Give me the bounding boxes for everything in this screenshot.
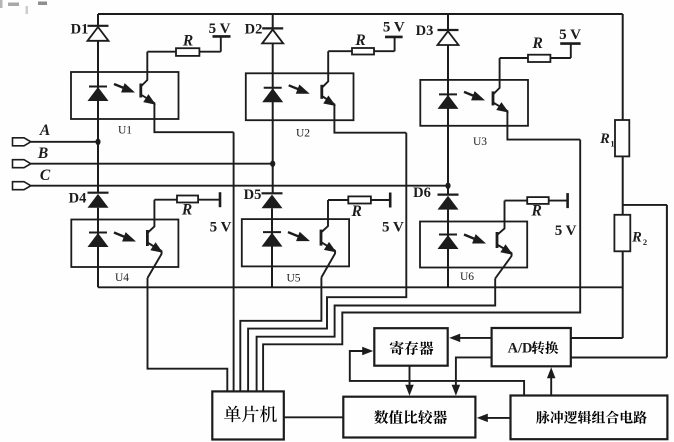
svg-text:D5: D5	[244, 187, 262, 203]
svg-text:D2: D2	[245, 22, 263, 38]
svg-text:U1: U1	[118, 125, 132, 137]
svg-text:R: R	[354, 32, 365, 49]
svg-text:R: R	[599, 131, 610, 147]
svg-text:D3: D3	[416, 23, 434, 39]
svg-text:U2: U2	[296, 127, 310, 139]
svg-text:B: B	[37, 145, 48, 162]
svg-text:R: R	[532, 35, 543, 52]
svg-text:R: R	[182, 32, 193, 49]
svg-text:5 V: 5 V	[210, 220, 232, 236]
svg-text:A/D: A/D	[508, 341, 533, 357]
svg-text:D6: D6	[413, 185, 431, 201]
svg-text:D4: D4	[69, 191, 87, 207]
svg-text:A: A	[39, 122, 50, 139]
svg-text:5 V: 5 V	[209, 21, 231, 37]
svg-text:U6: U6	[460, 271, 474, 283]
svg-text:U5: U5	[286, 273, 300, 285]
svg-text:R: R	[631, 230, 642, 246]
svg-text:R: R	[351, 203, 362, 220]
svg-text:U3: U3	[473, 136, 487, 148]
svg-text:1: 1	[610, 139, 614, 149]
svg-text:R: R	[181, 202, 192, 219]
svg-text:2: 2	[643, 237, 647, 247]
svg-text:U4: U4	[115, 272, 129, 284]
svg-text:5 V: 5 V	[559, 27, 581, 43]
svg-text:5 V: 5 V	[382, 219, 404, 235]
svg-text:5 V: 5 V	[383, 20, 405, 36]
svg-text:5 V: 5 V	[555, 223, 577, 239]
svg-text:C: C	[40, 167, 51, 184]
svg-text:R: R	[531, 203, 542, 220]
svg-text:D1: D1	[71, 22, 89, 38]
